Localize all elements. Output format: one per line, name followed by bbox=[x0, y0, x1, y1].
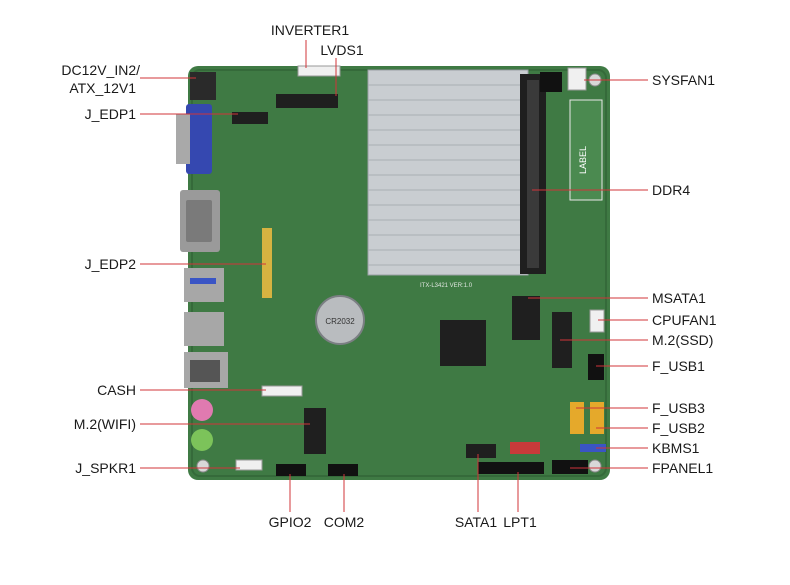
cash-connector bbox=[261, 385, 303, 397]
vga-connector bbox=[186, 104, 212, 174]
label-ddr4: DDR4 bbox=[652, 182, 691, 198]
edp2-connector bbox=[262, 228, 272, 298]
f-usb1-header bbox=[588, 354, 604, 380]
red-sata-connector bbox=[510, 442, 540, 454]
label-f-usb3: F_USB3 bbox=[652, 400, 705, 416]
leader-lines bbox=[140, 40, 648, 512]
inverter-connector bbox=[297, 65, 341, 77]
label-j-edp1: J_EDP1 bbox=[84, 106, 136, 122]
sysfan-pins bbox=[540, 72, 562, 92]
com-connector-inner bbox=[186, 200, 212, 242]
msata-slot bbox=[512, 296, 540, 340]
label-m2-wifi: M.2(WIFI) bbox=[73, 416, 136, 432]
heatsink-fins bbox=[368, 84, 528, 266]
cpufan-header bbox=[589, 309, 605, 333]
label-gpio2: GPIO2 bbox=[268, 514, 312, 530]
usb3-tongue bbox=[190, 278, 216, 284]
edp1-connector bbox=[232, 112, 268, 124]
fpanel-header bbox=[552, 460, 588, 474]
label-sata1: SATA1 bbox=[454, 514, 498, 530]
label-f-usb2: F_USB2 bbox=[652, 420, 705, 436]
label-kbms1: KBMS1 bbox=[652, 440, 700, 456]
label-sticker bbox=[569, 99, 603, 201]
label-lpt1: LPT1 bbox=[503, 514, 537, 530]
audio-pink-jack bbox=[191, 399, 213, 421]
audio-green-jack bbox=[191, 429, 213, 451]
mount-hole-bl bbox=[196, 459, 210, 473]
dc-jack bbox=[190, 72, 216, 100]
sata-connector bbox=[466, 444, 496, 458]
label-j-spkr1: J_SPKR1 bbox=[75, 460, 136, 476]
label-msata1: MSATA1 bbox=[652, 290, 706, 306]
label-f-usb1: F_USB1 bbox=[652, 358, 705, 374]
label-inverter1: INVERTER1 bbox=[270, 22, 350, 38]
label-fpanel1: FPANEL1 bbox=[652, 460, 714, 476]
label-m2-ssd: M.2(SSD) bbox=[652, 332, 714, 348]
label-dc12v-in2: DC12V_IN2/ bbox=[61, 62, 140, 78]
gpio-header bbox=[276, 464, 306, 476]
f-usb2-header bbox=[590, 402, 604, 434]
battery-text: CR2032 bbox=[325, 317, 355, 326]
label-cpufan1: CPUFAN1 bbox=[652, 312, 717, 328]
vga-connector-shell bbox=[176, 114, 190, 164]
f-usb3-header bbox=[570, 402, 584, 434]
usb3-connector bbox=[184, 268, 224, 302]
spkr-connector bbox=[235, 459, 263, 471]
m2-wifi-slot bbox=[304, 408, 326, 454]
board-silkscreen: ITX-L3421 VER:1.0 bbox=[420, 283, 473, 289]
lvds-connector bbox=[276, 94, 338, 108]
kbms-header bbox=[580, 444, 606, 452]
label-sticker-text: LABEL bbox=[578, 146, 588, 174]
label-sysfan1: SYSFAN1 bbox=[652, 72, 716, 88]
com2-header bbox=[328, 464, 358, 476]
usb2-connector bbox=[184, 312, 224, 346]
cmos-battery bbox=[315, 295, 365, 345]
ddr4-slot-inner bbox=[527, 80, 539, 268]
main-chip bbox=[440, 320, 486, 366]
label-lvds1: LVDS1 bbox=[320, 42, 364, 58]
label-cash: CASH bbox=[97, 382, 136, 398]
label-atx-12v1: ATX_12V1 bbox=[69, 80, 136, 96]
lpt-header bbox=[478, 462, 544, 474]
label-com2: COM2 bbox=[323, 514, 365, 530]
label-j-edp2: J_EDP2 bbox=[84, 256, 136, 272]
sysfan-header bbox=[567, 67, 587, 91]
cpu-heatsink bbox=[367, 69, 529, 276]
mount-hole-br bbox=[588, 459, 602, 473]
lan-inner bbox=[190, 360, 220, 382]
